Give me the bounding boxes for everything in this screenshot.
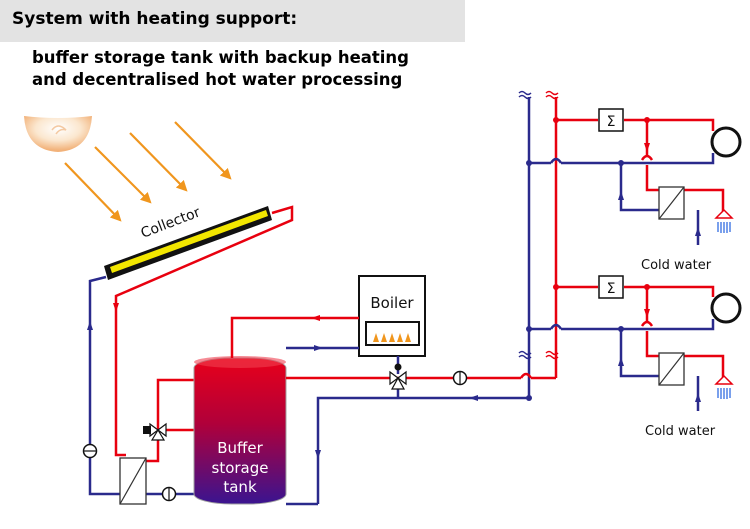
collector-panel-icon xyxy=(104,206,272,280)
title-bar xyxy=(0,0,465,42)
boiler-burner-icon xyxy=(373,333,411,342)
sum-label-upper: Σ xyxy=(607,114,616,130)
three-way-valve-icon xyxy=(143,422,167,441)
flow-arrow xyxy=(644,309,650,318)
tank-label-line-1: Buffer xyxy=(217,439,263,457)
shower-icon xyxy=(714,208,734,233)
heat-exchanger-icon xyxy=(119,457,147,505)
subtitle-line-2: and decentralised hot water processing xyxy=(32,70,403,89)
pump-icon xyxy=(452,370,468,386)
sun-icon xyxy=(24,116,92,152)
tank-label-line-2: storage xyxy=(212,459,269,477)
boiler-label: Boiler xyxy=(370,294,414,312)
flow-arrow xyxy=(113,303,119,312)
collector-circuit xyxy=(88,205,294,496)
flow-arrow xyxy=(695,227,701,236)
radiator-icon xyxy=(710,126,742,158)
page-subtitle: buffer storage tank with backup heating … xyxy=(32,47,409,91)
upper-station xyxy=(529,118,725,245)
distribution-supply xyxy=(286,376,556,506)
lower-station xyxy=(529,285,725,411)
pump-icon xyxy=(82,443,98,459)
flow-arrow xyxy=(469,395,478,401)
three-way-valve-icon xyxy=(389,363,407,390)
shower-icon xyxy=(714,374,734,399)
sum-label-lower: Σ xyxy=(607,281,616,297)
buffer-tank-icon xyxy=(193,356,287,505)
riser-break-marks xyxy=(518,90,559,360)
sum-meter-icon xyxy=(598,275,624,299)
subtitle-line-1: buffer storage tank with backup heating xyxy=(32,48,409,67)
sun-rays xyxy=(64,121,232,222)
flow-arrow xyxy=(644,143,650,152)
risers xyxy=(519,97,558,398)
cold-water-label-upper: Cold water xyxy=(641,258,712,273)
flow-arrow xyxy=(618,191,624,200)
tank-label-line-3: tank xyxy=(223,478,257,496)
flow-arrow xyxy=(695,393,701,402)
flow-arrow xyxy=(311,315,320,321)
flow-arrow xyxy=(315,450,321,459)
page-title: System with heating support: xyxy=(12,9,298,29)
boiler-icon xyxy=(358,275,426,357)
radiator-icon xyxy=(710,292,742,324)
heat-exchanger-icon xyxy=(658,352,685,386)
sum-meter-icon xyxy=(598,108,624,132)
flow-arrow xyxy=(87,321,93,330)
flow-arrow xyxy=(618,357,624,366)
cold-water-label-lower: Cold water xyxy=(645,424,716,439)
flow-arrow xyxy=(314,345,323,351)
pump-icon xyxy=(161,486,177,502)
heat-exchanger-icon xyxy=(658,186,685,220)
